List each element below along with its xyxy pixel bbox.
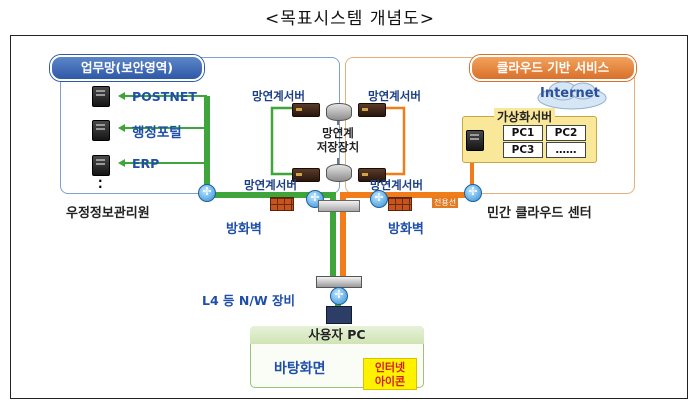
internet-icon-badge[interactable]: 인터넷 아이콘	[363, 358, 417, 390]
switch-icon-center	[318, 200, 360, 212]
diagram-title: <목표시스템 개념도>	[264, 9, 435, 29]
relay-server-label-bl: 망연계서버	[244, 178, 297, 192]
storage-loop-green	[270, 106, 298, 176]
vpc-cell-1: PC1	[503, 125, 543, 141]
firewall-icon-left	[270, 197, 294, 211]
arrowhead-erp	[118, 159, 125, 167]
arrowhead-postnet	[118, 92, 125, 100]
router-icon-left	[198, 184, 216, 202]
arrowhead-portal	[118, 124, 125, 132]
relay-server-label-br: 망연계서버	[370, 178, 423, 192]
monitor-icon	[326, 306, 352, 324]
dedicated-line-label: 전용선	[432, 197, 459, 208]
more-dots: ··	[98, 174, 103, 194]
firewall-icon-right	[388, 197, 412, 211]
internet-label: Internet	[540, 86, 600, 101]
router-icon-center-right	[370, 190, 388, 208]
desktop-label: 바탕화면	[274, 361, 326, 377]
right-footer-label: 민간 클라우드 센터	[487, 206, 592, 221]
relay-server-tl	[292, 103, 320, 117]
server-icon-erp	[92, 155, 110, 176]
vpc-cell-2: PC2	[546, 125, 586, 141]
relay-server-label-tl: 망연계서버	[252, 89, 305, 103]
diagram-frame	[10, 35, 688, 399]
portal-label: 행정포털	[132, 125, 182, 141]
storage-loop-orange	[378, 106, 406, 176]
firewall-label-left: 방화벽	[226, 222, 262, 237]
router-icon-l4	[330, 287, 348, 305]
left-footer-label: 우정정보관리원	[66, 206, 150, 221]
cloud-icon	[537, 81, 607, 110]
user-pc-header: 사용자 PC	[250, 326, 424, 344]
server-icon-postnet	[92, 86, 110, 107]
vpc-cell-3: PC3	[503, 142, 543, 158]
storage-disk-bottom	[326, 164, 352, 182]
router-icon-right	[464, 184, 482, 202]
relay-server-tr	[358, 103, 386, 117]
relay-server-br	[358, 168, 386, 182]
virtual-server-icon	[466, 130, 484, 151]
firewall-label-right: 방화벽	[388, 222, 424, 237]
green-link-main	[204, 96, 336, 235]
storage-disk-top	[326, 103, 352, 121]
vpc-cell-4: ……	[546, 142, 586, 158]
erp-label: ERP	[132, 156, 160, 171]
relay-storage-label: 망연계 저장장치	[316, 126, 360, 154]
relay-server-label-tr: 망연계서버	[368, 89, 421, 103]
server-icon-portal	[92, 120, 110, 141]
postnet-label: POSTNET	[132, 89, 197, 104]
secure-zone-header: 업무망(보안영역)	[50, 55, 204, 81]
l4-label: L4 등 N/W 장비	[202, 293, 296, 308]
virtual-server-title: 가상화서버	[494, 108, 556, 125]
relay-server-bl	[292, 168, 320, 182]
cloud-service-header: 클라우드 기반 서비스	[470, 55, 636, 81]
